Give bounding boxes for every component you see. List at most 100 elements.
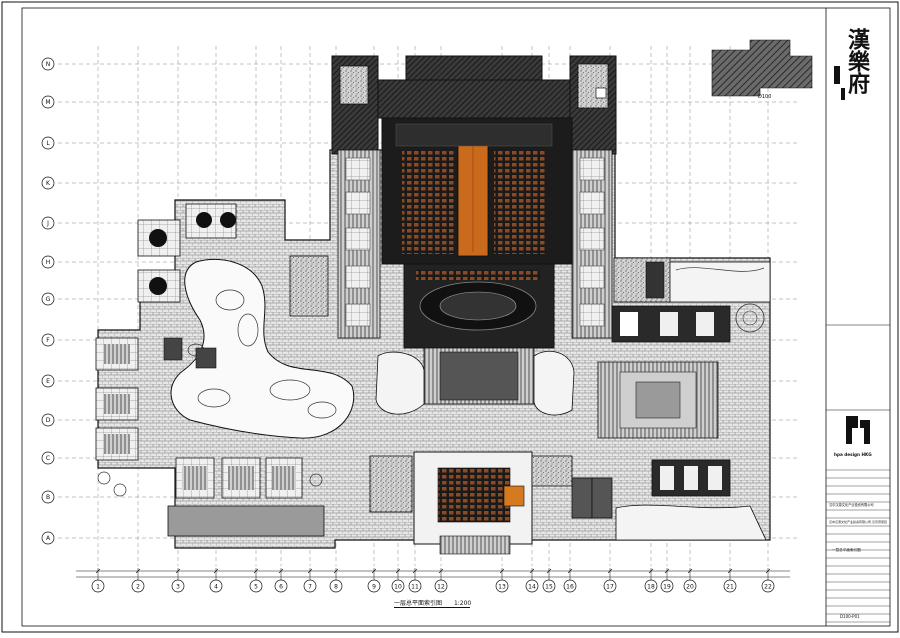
grid-bubble-row-N: N: [41, 57, 55, 71]
grid-label-col: 1: [96, 584, 100, 591]
dark-room-1: [571, 477, 593, 519]
drawing-title: 一层总平面索引图 1:200: [394, 598, 471, 607]
grid-bubble-col-11: 11: [408, 579, 422, 593]
grid-bubble-row-A: A: [41, 531, 55, 545]
grid-bubble-col-20: 20: [683, 579, 697, 593]
grid-label-col: 18: [647, 584, 655, 591]
sheet-inner-border: [21, 7, 891, 627]
grid-label-col: 20: [686, 584, 694, 591]
grid-label-col: 4: [214, 584, 218, 591]
grid-label-col: 14: [528, 584, 536, 591]
grid-label-col: 16: [566, 584, 574, 591]
grid-bubble-col-22: 22: [761, 579, 775, 593]
grid-label-col: 13: [498, 584, 506, 591]
grid-label-row: C: [46, 455, 50, 462]
grid-bubble-row-D: D: [41, 413, 55, 427]
grid-label-col: 3: [176, 584, 180, 591]
grid-bubble-col-19: 19: [660, 579, 674, 593]
client-name: 汉中汉源文化产业投资有限公司: [829, 503, 874, 507]
grid-bubble-col-6: 6: [274, 579, 288, 593]
grid-label-row: N: [46, 61, 51, 68]
entrance-steps: [439, 535, 511, 555]
grid-bubble-row-H: H: [41, 255, 55, 269]
grid-label-col: 11: [411, 584, 419, 591]
grid-bubble-col-5: 5: [249, 579, 263, 593]
garden-pond-left: [170, 259, 355, 439]
grid-label-col: 9: [372, 584, 376, 591]
grid-label-col: 22: [764, 584, 772, 591]
grid-bubble-row-J: J: [41, 216, 55, 230]
grid-bubble-col-15: 15: [542, 579, 556, 593]
grid-label-row: K: [46, 180, 51, 187]
grid-bubble-col-9: 9: [367, 579, 381, 593]
project-full-name: 汉中汉源文化产业投资有限公司·汉乐府项目: [829, 520, 887, 524]
sheet-name: 一层总平面索引图: [832, 548, 861, 552]
tower-right-inner: [577, 63, 609, 109]
hall-top-band: [395, 123, 553, 147]
grid-label-col: 15: [545, 584, 553, 591]
grid-bubble-col-4: 4: [209, 579, 223, 593]
grid-bubble-col-7: 7: [303, 579, 317, 593]
grid-bubble-col-14: 14: [525, 579, 539, 593]
grid-label-col: 5: [254, 584, 258, 591]
title-block: [826, 324, 890, 623]
grid-label-col: 6: [279, 584, 283, 591]
water-channel-bottom: [167, 505, 325, 537]
grid-label-row: F: [46, 337, 50, 344]
garden-steps-right: [533, 350, 575, 416]
dimension-chain: [76, 568, 790, 580]
grid-label-row: H: [46, 259, 51, 266]
keyplan-label: D100: [758, 94, 772, 100]
grid-bubble-col-16: 16: [563, 579, 577, 593]
designer-logo: [840, 414, 876, 448]
grid-label-row: L: [46, 140, 50, 147]
drawing-title-text: 一层总平面索引图: [394, 600, 443, 607]
grid-label-col: 19: [663, 584, 671, 591]
grid-bubble-col-8: 8: [329, 579, 343, 593]
grid-label-row: A: [46, 535, 51, 542]
pavilion-left-1: [95, 337, 139, 371]
grid-label-row: M: [45, 99, 50, 106]
grid-label-row: D: [46, 417, 51, 424]
grid-label-col: 21: [726, 584, 734, 591]
grid-label-row: E: [46, 378, 50, 385]
grid-label-col: 2: [136, 584, 140, 591]
grid-bubble-col-2: 2: [131, 579, 145, 593]
grid-label-row: J: [46, 220, 49, 227]
building-plan: [95, 55, 771, 555]
grid-label-col: 10: [394, 584, 402, 591]
grid-bubble-row-C: C: [41, 451, 55, 465]
drawing-title-underline: [394, 607, 470, 608]
grid-bubble-col-3: 3: [171, 579, 185, 593]
grid-bubble-row-E: E: [41, 374, 55, 388]
grid-label-col: 12: [437, 584, 445, 591]
dark-room-2: [591, 477, 613, 519]
grid-label-col: 7: [308, 584, 312, 591]
grid-bubble-col-17: 17: [603, 579, 617, 593]
grid-bubble-row-B: B: [41, 490, 55, 504]
grid-label-col: 17: [606, 584, 614, 591]
project-logo: 漢樂府: [830, 22, 886, 112]
garden-right-bottom: [615, 504, 767, 541]
right-garden-top: [669, 261, 771, 303]
tower-right-box: [595, 87, 607, 99]
seating-left: [402, 150, 454, 254]
grid-bubble-col-10: 10: [391, 579, 405, 593]
grid-bubble-col-12: 12: [434, 579, 448, 593]
grid-label-row: G: [46, 296, 51, 303]
grid-bubble-col-1: 1: [91, 579, 105, 593]
drawing-scale: 1:200: [453, 600, 472, 607]
grid-bubble-row-K: K: [41, 176, 55, 190]
project-name: 漢樂府: [844, 28, 870, 94]
designer-mark: hpa design HKG: [834, 452, 872, 457]
garden-steps-left: [375, 351, 425, 415]
grid-bubble-col-13: 13: [495, 579, 509, 593]
grid-bubble-row-L: L: [41, 136, 55, 150]
rear-block: [377, 79, 571, 119]
entrance-accent: [503, 485, 525, 507]
grid-bubble-row-G: G: [41, 292, 55, 306]
